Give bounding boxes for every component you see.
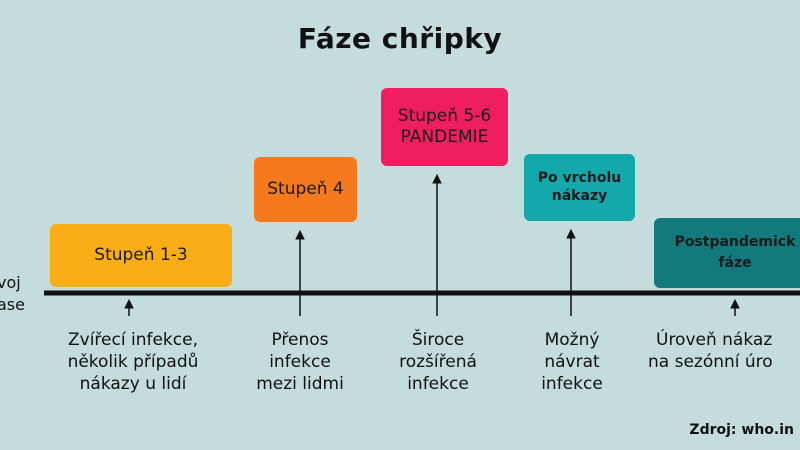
arrow-head-1 bbox=[124, 298, 134, 309]
phase-label: Stupeň 4 bbox=[267, 178, 344, 199]
axis-label: voj ase bbox=[0, 273, 25, 315]
description-line: Úroveň nákaz bbox=[656, 330, 773, 350]
phase-box-stage-1-3: Stupeň 1-3 bbox=[50, 224, 232, 287]
description-line: mezi lidmi bbox=[256, 374, 344, 395]
phase-description-post-pandemic: Úroveň nákaz na sezónní úro bbox=[648, 329, 800, 373]
description-line: infekce bbox=[269, 352, 331, 373]
axis-label-line1: voj bbox=[0, 273, 21, 292]
description-line: Zvířecí infekce, bbox=[68, 330, 198, 350]
description-line: Široce bbox=[411, 330, 465, 350]
phase-description-post-peak: Možný návrat infekce bbox=[512, 329, 632, 395]
description-line: na sezónní úro bbox=[648, 352, 773, 373]
axis-label-line2: ase bbox=[0, 295, 25, 314]
description-line: infekce bbox=[407, 374, 469, 395]
description-line: infekce bbox=[541, 374, 603, 395]
arrow-head-5 bbox=[730, 298, 740, 309]
phase-label: Stupeň 1-3 bbox=[94, 244, 188, 265]
arrow-head-2 bbox=[295, 229, 305, 240]
phase-box-post-peak: Po vrcholu nákazy bbox=[524, 154, 635, 221]
phase-description-stage-1-3: Zvířecí infekce, několik případů nákazy … bbox=[48, 329, 218, 395]
diagram-title: Fáze chřipky bbox=[297, 22, 503, 55]
phase-box-stage-4: Stupeň 4 bbox=[254, 157, 357, 222]
phase-label: Postpandemick bbox=[674, 233, 796, 250]
phase-description-stage-5-6: Široce rozšířená infekce bbox=[378, 329, 498, 395]
phase-box-stage-5-6: Stupeň 5-6 PANDEMIE bbox=[381, 88, 508, 166]
arrow-head-4 bbox=[566, 228, 576, 239]
phase-label: Po vrcholu bbox=[537, 170, 622, 186]
description-line: Přenos bbox=[271, 330, 329, 350]
source-credit: Zdroj: who.in bbox=[689, 422, 794, 438]
description-line: nákazy u lidí bbox=[79, 374, 187, 395]
phase-box-post-pandemic: Postpandemick fáze bbox=[654, 218, 800, 288]
phase-label-sub: PANDEMIE bbox=[400, 127, 489, 147]
phase-label-sub: nákazy bbox=[551, 187, 608, 204]
phase-label-sub: fáze bbox=[718, 255, 752, 271]
description-line: několik případů bbox=[67, 352, 199, 373]
description-line: návrat bbox=[544, 352, 600, 373]
description-line: Možný bbox=[544, 330, 600, 350]
phase-description-stage-4: Přenos infekce mezi lidmi bbox=[240, 329, 360, 395]
phase-label: Stupeň 5-6 bbox=[397, 105, 492, 126]
arrow-head-3 bbox=[432, 173, 442, 184]
description-line: rozšířená bbox=[399, 352, 477, 373]
